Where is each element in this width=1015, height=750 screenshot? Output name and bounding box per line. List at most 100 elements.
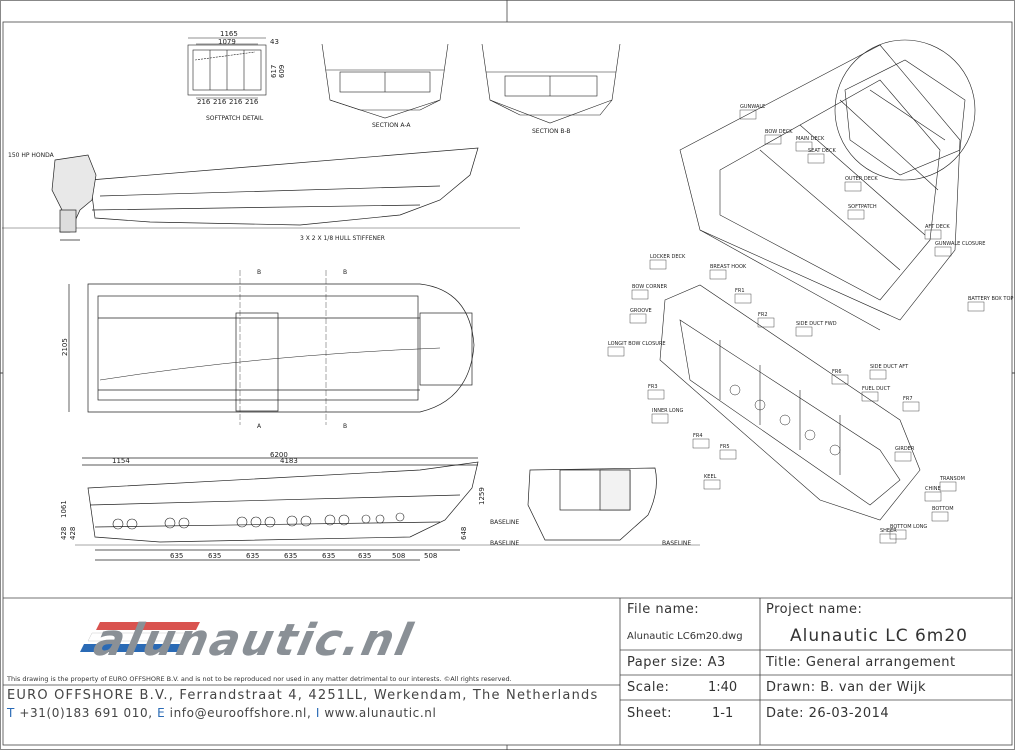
section-bb-caption: SECTION B-B — [532, 128, 571, 135]
part-tag-box — [739, 109, 757, 120]
dim-1259: 1259 — [478, 487, 486, 505]
scale-value: 1:40 — [708, 680, 738, 695]
part-tag-box — [831, 374, 849, 385]
part-tag-box — [879, 533, 897, 544]
part-tag-box — [629, 313, 647, 324]
web-prefix: I — [315, 706, 320, 720]
part-label-fr5: FR5 — [720, 444, 730, 450]
dim-428-a: 428 — [60, 527, 68, 540]
part-label-longit-bow-closure: LONGIT BOW CLOSURE — [608, 341, 666, 347]
part-tag-box — [934, 246, 952, 257]
plan-view — [68, 270, 475, 425]
part-label-bow-corner: BOW CORNER — [632, 284, 668, 290]
section-aa-view — [321, 43, 449, 119]
company-phone: +31(0)183 691 010, — [19, 706, 153, 720]
part-tag-box — [939, 481, 957, 492]
part-label-transom: TRANSOM — [939, 476, 965, 482]
dim-428-b: 428 — [69, 527, 77, 540]
part-label-locker-deck: LOCKER DECK — [650, 254, 686, 260]
phone-prefix: T — [7, 706, 15, 720]
part-tag-box — [894, 451, 912, 462]
part-tag-box — [649, 259, 667, 270]
front-view — [520, 467, 700, 546]
title-block-frame — [3, 597, 1012, 745]
paper-size: Paper size: A3 — [627, 655, 726, 670]
part-tag-box — [847, 209, 865, 220]
frame-dim-7: 508 — [392, 552, 405, 560]
company-address: EURO OFFSHORE B.V., Ferrandstraat 4, 425… — [7, 688, 599, 703]
part-label-breast-hook: BREAST HOOK — [710, 264, 747, 270]
section-b-marker-top-2: B — [343, 269, 347, 276]
part-label-seat-deck: SEAT DECK — [808, 148, 837, 154]
frame-dim-1: 635 — [170, 552, 183, 560]
project-name-value: Alunautic LC 6m20 — [790, 626, 968, 646]
part-tag-box — [764, 134, 782, 145]
part-tag-box — [861, 391, 879, 402]
section-a-marker-bottom: A — [257, 423, 262, 430]
drawing-date: Date: 26-03-2014 — [766, 706, 890, 721]
drawn-by: Drawn: B. van der Wijk — [766, 680, 926, 695]
email-prefix: E — [157, 706, 166, 720]
part-label-battery-box-top: BATTERY BOX TOP — [968, 296, 1013, 302]
part-tag-box — [902, 401, 920, 412]
part-tag-box — [807, 153, 825, 164]
baseline-label-1: BASELINE — [490, 519, 519, 526]
project-name-label: Project name: — [766, 602, 863, 617]
part-tag-box — [931, 511, 949, 522]
part-label-side-duct-fwd: SIDE DUCT FWD — [796, 321, 837, 327]
part-label-fr6: FR6 — [832, 369, 842, 375]
frame-dim-4: 635 — [284, 552, 297, 560]
part-label-gunwale-closure: GUNWALE CLOSURE — [935, 241, 985, 247]
part-label-gunwale: GUNWALE — [740, 104, 765, 110]
file-name-label: File name: — [627, 602, 700, 617]
drawing-title: Title: General arrangement — [766, 655, 956, 670]
part-tag-box — [631, 289, 649, 300]
part-label-softpatch: SOFTPATCH — [848, 204, 877, 210]
dim-648: 648 — [460, 527, 468, 540]
frame-dim-6: 635 — [358, 552, 371, 560]
part-label-fr2: FR2 — [758, 312, 768, 318]
part-label-bottom: BOTTOM — [932, 506, 954, 512]
part-label-keel: KEEL — [704, 474, 717, 480]
part-label-girder: GIRDER — [895, 446, 915, 452]
dim-216-a: 216 — [197, 98, 211, 106]
part-tag-box — [703, 479, 721, 490]
part-tag-box — [709, 269, 727, 280]
part-tag-box — [692, 438, 710, 449]
part-label-bow-deck: BOW DECK — [765, 129, 793, 135]
part-label-chine: CHINE — [925, 486, 941, 492]
frame-dim-8: 508 — [424, 552, 437, 560]
baseline-label-2: BASELINE — [490, 540, 519, 547]
sheet-value: 1-1 — [712, 706, 734, 721]
part-label-bottom-long: BOTTOM LONG — [890, 524, 927, 530]
dim-1061: 1061 — [60, 500, 68, 518]
part-tag-box — [967, 301, 985, 312]
dim-1079: 1079 — [218, 38, 236, 46]
section-b-marker-top: B — [257, 269, 261, 276]
dim-length: 6200 — [270, 451, 288, 459]
part-label-sheer: SHEER — [880, 528, 897, 534]
dim-609: 609 — [278, 65, 286, 78]
part-label-inner-long: INNER LONG — [652, 408, 683, 414]
dim-43: 43 — [270, 38, 279, 46]
isometric-upper-view — [679, 44, 961, 331]
part-tag-box — [844, 181, 862, 192]
dim-617: 617 — [270, 65, 278, 78]
part-label-groove: GROOVE — [630, 308, 652, 314]
part-tag-box — [795, 141, 813, 152]
part-tag-box — [719, 449, 737, 460]
drawing-border — [2, 21, 1013, 746]
part-tag-box — [647, 389, 665, 400]
part-label-fr7: FR7 — [903, 396, 913, 402]
part-tag-box — [924, 229, 942, 240]
softpatch-detail-view — [187, 37, 267, 99]
hull-stiffener-note: 3 X 2 X 1/8 HULL STIFFENER — [300, 235, 385, 242]
part-label-aft-deck: AFT DECK — [925, 224, 950, 230]
part-label-side-duct-aft: SIDE DUCT AFT — [870, 364, 909, 370]
frame-dim-2: 635 — [208, 552, 221, 560]
dim-216-c: 216 — [229, 98, 243, 106]
section-bb-view — [481, 43, 621, 124]
part-tag-box — [869, 369, 887, 380]
